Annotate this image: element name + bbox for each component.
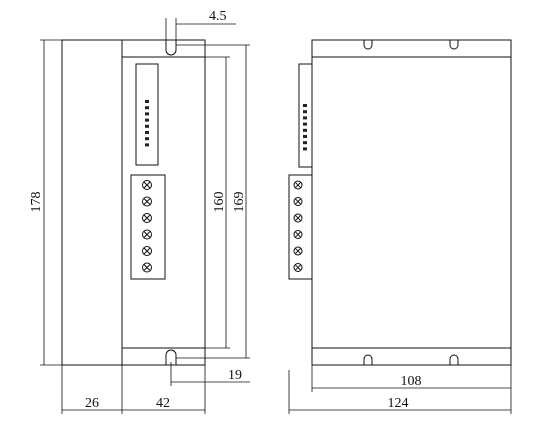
dip-pin: [303, 122, 307, 126]
screw-slot: [143, 197, 151, 206]
terminal-screw: [142, 180, 152, 190]
dim-width-overall: 124: [388, 396, 409, 411]
dip-pin: [303, 110, 307, 114]
side-view-body: [311, 39, 512, 366]
dip-pin: [145, 137, 149, 141]
dim-slot-offset: 19: [228, 368, 242, 383]
terminal-screw: [142, 196, 152, 207]
dim-depth-right: 42: [156, 396, 170, 411]
dim-height-inner: 160: [212, 192, 227, 213]
side-bottom-slot-left: [363, 354, 373, 365]
screw-slot: [143, 181, 151, 189]
dip-pin: [145, 131, 149, 134]
front-top-slot: [165, 40, 177, 56]
terminal-screw: [293, 246, 303, 256]
screw-slot: [294, 264, 302, 271]
dip-pin: [303, 104, 307, 107]
dim-depth-left: 26: [85, 396, 99, 411]
dip-pin: [303, 141, 307, 145]
side-dip-switch: [298, 63, 313, 168]
dip-switch: [135, 63, 159, 166]
side-dip-pins: [303, 104, 307, 151]
dim-height-overall: 178: [29, 192, 44, 213]
dip-pin: [145, 112, 149, 116]
dip-pin: [303, 147, 307, 151]
dip-pin: [145, 143, 149, 147]
dip-pin: [145, 100, 149, 103]
dip-pin: [303, 135, 307, 138]
dim-width-mount: 108: [401, 374, 422, 389]
terminal-screw: [293, 230, 303, 239]
dim-slot-width: 4.5: [209, 9, 227, 24]
dip-switch-pins: [145, 100, 149, 147]
screw-slot: [143, 230, 151, 239]
side-terminal-block: [288, 174, 313, 280]
screw-slot: [143, 247, 151, 255]
terminal-screw: [293, 213, 303, 223]
screw-slot: [294, 214, 302, 222]
terminal-screw: [142, 229, 152, 240]
terminal-screw: [142, 213, 152, 223]
terminal-screw: [293, 197, 303, 206]
side-top-slot-left: [363, 40, 373, 50]
dip-pin: [303, 116, 307, 120]
screw-slot: [294, 181, 302, 189]
side-bottom-slot-right: [449, 354, 459, 365]
front-bottom-slot: [165, 349, 177, 365]
terminal-screw: [142, 246, 152, 256]
screw-slot: [143, 263, 151, 272]
front-view-body-left: [61, 39, 123, 366]
terminal-block: [130, 174, 166, 280]
screw-slot: [143, 214, 151, 222]
dip-pin: [303, 128, 307, 132]
dim-height-mount: 169: [232, 192, 247, 213]
front-view-body-right: [121, 39, 206, 366]
terminal-screws: [142, 180, 152, 273]
front-view: [61, 39, 206, 366]
dip-pin: [145, 124, 149, 128]
screw-slot: [294, 247, 302, 255]
terminal-screw: [142, 262, 152, 273]
side-view: [288, 39, 512, 366]
dimension-lines: [40, 18, 512, 414]
dip-pin: [145, 106, 149, 110]
dip-pin: [145, 118, 149, 122]
terminal-screw: [293, 263, 303, 272]
terminal-screw: [293, 180, 303, 190]
screw-slot: [294, 231, 302, 238]
screw-slot: [294, 198, 302, 205]
side-terminal-screws: [293, 180, 303, 272]
side-top-slot-right: [449, 40, 459, 50]
